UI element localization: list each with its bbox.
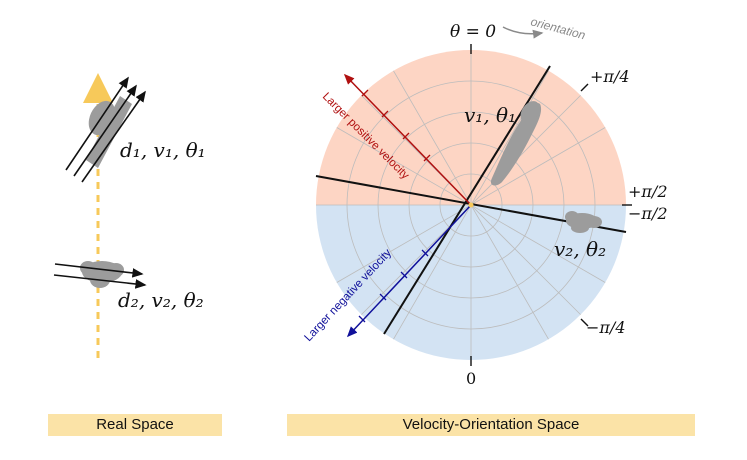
velocity-object2-label: v₂, θ₂ (554, 237, 606, 261)
negative-velocity-ticks (358, 249, 429, 323)
real-object1-label: d₁, v₁, θ₁ (120, 138, 206, 162)
positive-velocity-ticks (361, 89, 431, 162)
object2-velocity-blob (565, 211, 602, 233)
angle-label-minus-quarter: −π/4 (586, 318, 626, 337)
object2-blob (80, 261, 124, 288)
object1-arrow (81, 90, 146, 183)
real-space-caption: Real Space (48, 414, 222, 436)
velocity-orientation-panel: orientation θ = 0 +π/4 +π/2 −π/2 −π/4 0 … (302, 14, 667, 388)
object1-arrow (73, 84, 137, 177)
object2-arrow (54, 263, 144, 278)
velocity-orientation-caption: Velocity-Orientation Space (287, 414, 695, 436)
angle-label-minus-half: −π/2 (628, 204, 668, 223)
object1-arrow (65, 76, 129, 171)
angle-label-zero: 0 (466, 369, 476, 388)
origin-point (468, 202, 474, 208)
orientation-label: orientation (529, 14, 587, 42)
object2-arrow (53, 274, 147, 289)
real-object2-label: d₂, v₂, θ₂ (118, 288, 204, 312)
real-space-panel: d₁, v₁, θ₁ d₂, v₂, θ₂ (53, 73, 206, 358)
angle-ticks (470, 44, 632, 366)
angle-label-plus-half: +π/2 (628, 182, 668, 201)
velocity-object1-label: v₁, θ₁ (464, 103, 516, 127)
positive-velocity-arrow (343, 73, 472, 206)
angle-label-plus-quarter: +π/4 (590, 67, 630, 86)
theta-zero-label: θ = 0 (450, 22, 496, 42)
object1-velocity-blob (490, 101, 542, 186)
negative-velocity-arrow (346, 204, 472, 338)
orientation-arrow (502, 26, 544, 39)
